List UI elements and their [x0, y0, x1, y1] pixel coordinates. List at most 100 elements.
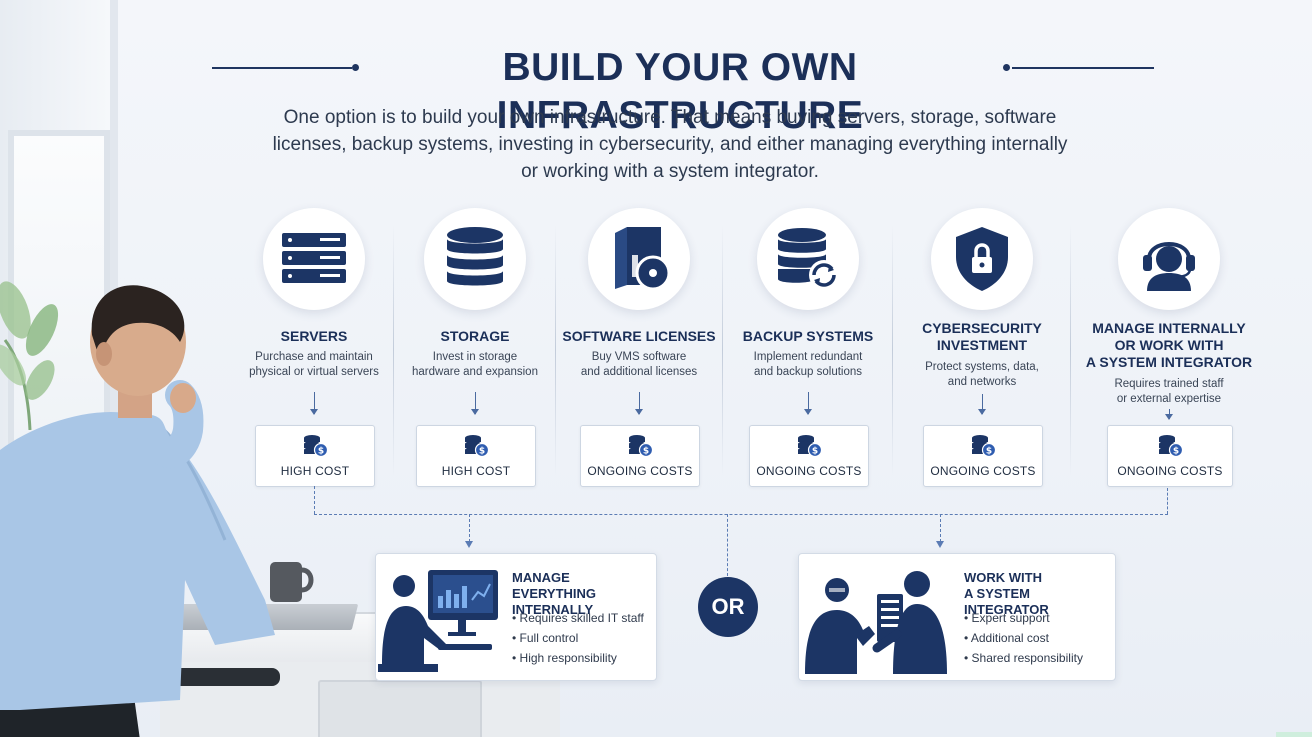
connector-line — [1167, 488, 1168, 514]
option-title-line: WORK WITH — [964, 570, 1042, 585]
or-badge: OR — [698, 577, 758, 637]
cost-box: $ HIGH COST — [255, 425, 375, 487]
coin-stack-icon: $ — [1159, 435, 1183, 458]
column-desc-line: physical or virtual servers — [249, 366, 379, 378]
column-title: BACKUP SYSTEMS — [708, 328, 908, 345]
title-rule-dot-left — [352, 64, 359, 71]
intro-paragraph: One option is to build your own infrastr… — [240, 104, 1100, 185]
mug-icon — [270, 562, 314, 602]
software-box-icon — [615, 227, 671, 291]
column-divider — [892, 225, 893, 475]
column-desc-line: or external expertise — [1116, 393, 1222, 405]
cost-label: ONGOING COSTS — [587, 464, 693, 478]
server-rack-icon — [282, 233, 346, 283]
background-drawer — [318, 680, 482, 737]
arrowhead-icon — [936, 541, 944, 548]
column-desc-line: hardware and expansion — [412, 366, 538, 378]
column-desc-line: and additional licenses — [580, 366, 698, 378]
down-arrow-icon — [471, 392, 479, 415]
cost-label: HIGH COST — [441, 464, 511, 478]
connector-line — [314, 486, 315, 514]
column-title: STORAGE — [375, 328, 575, 345]
svg-text:$: $ — [318, 447, 324, 457]
svg-text:$: $ — [812, 447, 818, 457]
svg-text:$: $ — [479, 447, 485, 457]
column-divider — [1070, 225, 1071, 475]
option-title-line: MANAGE EVERYTHING — [512, 570, 597, 601]
option-bullet-list: Requires skilled IT staff Full control H… — [512, 608, 644, 668]
servers-icon-circle — [263, 208, 365, 310]
coin-stack-icon: $ — [798, 435, 822, 458]
intro-line: One option is to build your own infrastr… — [283, 107, 1057, 128]
option-bullet: Shared responsibility — [964, 648, 1083, 668]
software-icon-circle — [588, 208, 690, 310]
column-description: Purchase and maintain physical or virtua… — [220, 350, 408, 380]
title-rule-right — [1012, 67, 1154, 69]
headset-support-icon — [1143, 242, 1195, 291]
backup-database-icon — [778, 228, 839, 290]
column-desc-line: Requires trained staff — [1114, 378, 1224, 390]
title-row: BUILD YOUR OWN INFRASTRUCTURE — [0, 44, 1312, 137]
column-description: Implement redundant and backup solutions — [714, 350, 902, 380]
cost-label: ONGOING COSTS — [756, 464, 862, 478]
it-staff-monitor-icon — [378, 570, 498, 672]
column-title-line: A SYSTEM INTEGRATOR — [1085, 354, 1253, 370]
storage-icon-circle — [424, 208, 526, 310]
cost-box: $ ONGOING COSTS — [1107, 425, 1233, 487]
column-title-line: SERVERS — [280, 328, 348, 344]
column-title-line: OR WORK WITH — [1114, 337, 1224, 353]
cost-box: $ ONGOING COSTS — [749, 425, 869, 487]
person-at-desk-illustration — [0, 285, 280, 737]
column-desc-line: Invest in storage — [432, 351, 518, 363]
title-rule-dot-right — [1003, 64, 1010, 71]
column-desc-line: Buy VMS software — [591, 351, 687, 363]
security-shield-lock-icon — [956, 227, 1008, 291]
option-bullet: Requires skilled IT staff — [512, 608, 644, 628]
connector-line — [314, 514, 1168, 515]
down-arrow-icon — [635, 392, 643, 415]
connector-line — [469, 514, 470, 542]
intro-line: licenses, backup systems, investing in c… — [272, 134, 1068, 155]
down-arrow-icon — [1165, 409, 1173, 420]
cybersecurity-icon-circle — [931, 208, 1033, 310]
page-title: BUILD YOUR OWN INFRASTRUCTURE — [496, 46, 864, 137]
column-desc-line: Protect systems, data, — [925, 361, 1039, 373]
column-title-line: INVESTMENT — [936, 337, 1028, 353]
option-manage-internally: MANAGE EVERYTHING INTERNALLY Requires sk… — [375, 553, 657, 681]
corner-mark — [1276, 732, 1312, 737]
column-description: Requires trained staff or external exper… — [1075, 377, 1263, 407]
column-desc-line: Purchase and maintain — [255, 351, 373, 363]
down-arrow-icon — [310, 392, 318, 415]
svg-text:$: $ — [1173, 447, 1179, 457]
column-desc-line: and networks — [947, 376, 1017, 388]
column-title-line: SOFTWARE LICENSES — [562, 328, 716, 344]
coin-stack-icon: $ — [465, 435, 489, 458]
option-system-integrator: WORK WITH A SYSTEM INTEGRATOR Expert sup… — [798, 553, 1116, 681]
cost-box: $ HIGH COST — [416, 425, 536, 487]
option-bullet-list: Expert support Additional cost Shared re… — [964, 608, 1083, 668]
svg-text:$: $ — [643, 447, 649, 457]
coin-stack-icon: $ — [629, 435, 653, 458]
column-desc-line: and backup solutions — [753, 366, 863, 378]
database-icon — [447, 227, 503, 286]
column-divider — [555, 225, 556, 475]
column-title: SOFTWARE LICENSES — [539, 328, 739, 345]
title-rule-left — [212, 67, 352, 69]
intro-line: or working with a system integrator. — [521, 161, 819, 182]
integrator-handshake-icon — [805, 571, 947, 674]
column-title-line: STORAGE — [440, 328, 510, 344]
column-title: SERVERS — [214, 328, 414, 345]
coin-stack-icon: $ — [972, 435, 996, 458]
connector-line — [727, 514, 728, 576]
down-arrow-icon — [978, 394, 986, 415]
column-title-line: BACKUP SYSTEMS — [742, 328, 874, 344]
option-bullet: High responsibility — [512, 648, 644, 668]
column-desc-line: Implement redundant — [753, 351, 863, 363]
column-title-line: CYBERSECURITY — [922, 320, 1042, 336]
cost-label: HIGH COST — [280, 464, 350, 478]
arrowhead-icon — [465, 541, 473, 548]
column-description: Invest in storage hardware and expansion — [381, 350, 569, 380]
backup-icon-circle — [757, 208, 859, 310]
cost-label: ONGOING COSTS — [1117, 464, 1223, 478]
